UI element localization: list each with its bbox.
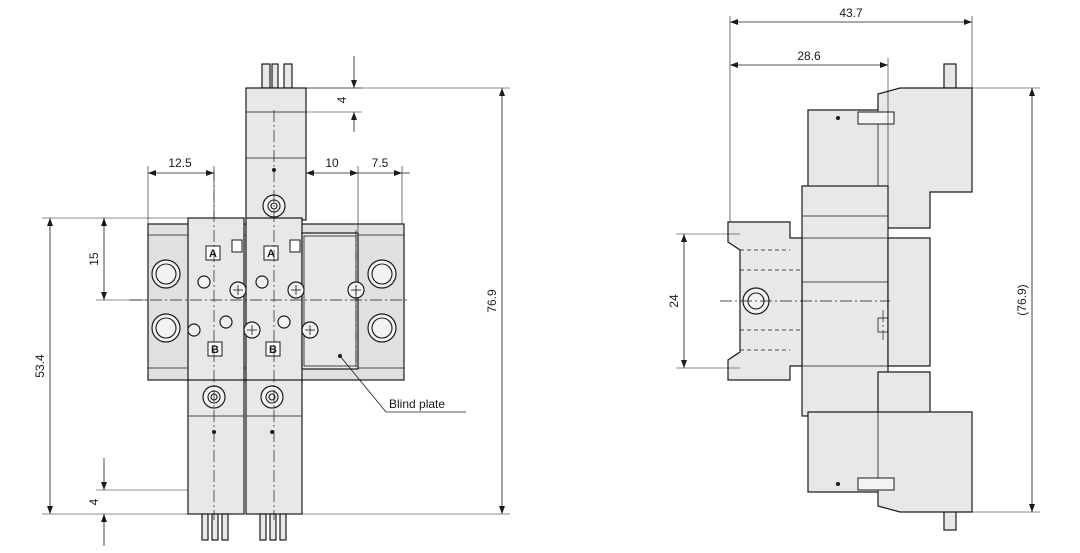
- dimension-43-7: 43.7: [729, 6, 973, 222]
- manifold-port-icon: [151, 259, 397, 343]
- svg-text:(76.9): (76.9): [1015, 284, 1029, 315]
- svg-text:4: 4: [87, 498, 101, 505]
- dimension-bottom-4: 4: [87, 458, 188, 546]
- dimension-15: 15: [87, 217, 188, 301]
- dimension-7-5: 7.5: [358, 156, 410, 224]
- dimension-53-4: 53.4: [33, 217, 188, 515]
- dimension-top-4: 4: [306, 56, 362, 132]
- svg-text:76.9: 76.9: [485, 289, 499, 313]
- svg-text:24: 24: [667, 294, 681, 308]
- dimension-28-6: 28.6: [730, 49, 889, 186]
- bottom-connector-pins: [201, 513, 287, 541]
- dimension-76-9: 76.9: [302, 87, 510, 515]
- svg-text:12.5: 12.5: [168, 156, 192, 170]
- dimension-24: 24: [667, 233, 740, 369]
- svg-text:B: B: [211, 344, 219, 356]
- screw-icon: [229, 281, 365, 339]
- side-bottom-solenoid: [807, 371, 973, 513]
- port-label-b-left: B: [207, 341, 223, 357]
- svg-text:Blind plate: Blind plate: [389, 397, 445, 411]
- blind-plate: [301, 232, 359, 370]
- dimension-10: 10: [305, 156, 359, 232]
- svg-text:15: 15: [87, 252, 101, 266]
- svg-text:28.6: 28.6: [797, 49, 821, 63]
- front-view: A A B B: [33, 56, 510, 546]
- exhaust-port-icon: [187, 275, 291, 337]
- svg-text:10: 10: [325, 156, 339, 170]
- side-view: 43.7 28.6 24 (76.9): [667, 6, 1040, 531]
- svg-text:A: A: [209, 248, 217, 260]
- dimension-76-9-reference: (76.9): [972, 87, 1040, 513]
- svg-text:4: 4: [335, 96, 349, 103]
- port-label-a-left: A: [205, 245, 221, 261]
- port-label-b-right: B: [265, 341, 281, 357]
- svg-text:A: A: [267, 248, 275, 260]
- svg-text:43.7: 43.7: [839, 6, 863, 20]
- svg-text:7.5: 7.5: [372, 156, 389, 170]
- svg-text:53.4: 53.4: [33, 354, 47, 378]
- svg-text:B: B: [269, 344, 277, 356]
- dimension-12-5: 12.5: [147, 156, 215, 224]
- port-label-a-right: A: [263, 245, 279, 261]
- top-solenoid-port-icon: [262, 194, 286, 218]
- top-connector-pins: [261, 63, 293, 89]
- blind-plate-callout: Blind plate: [338, 354, 466, 413]
